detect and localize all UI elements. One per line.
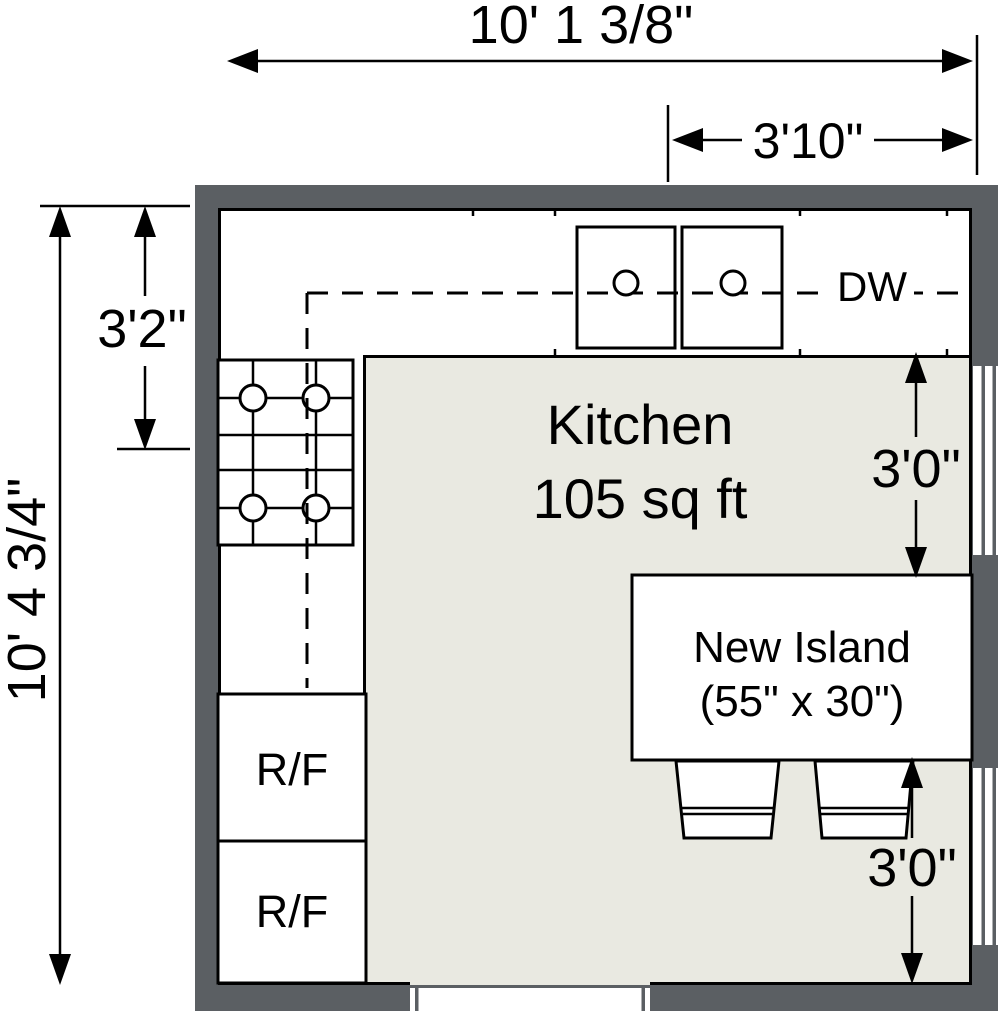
door-jamb — [641, 988, 645, 1011]
opening-frames — [415, 366, 996, 1011]
island-label-line2: (55" x 30") — [700, 677, 905, 726]
dw-label-backing — [830, 264, 914, 308]
room-area: 105 sq ft — [533, 467, 748, 530]
cooktop-burner-icon — [301, 383, 331, 413]
sink-faucet-icon — [719, 269, 747, 297]
window-mullion — [981, 768, 985, 945]
stool-left-seat-lines — [682, 806, 773, 816]
fridge-lower-label: R/F — [256, 886, 329, 937]
stool-right — [813, 759, 915, 840]
wall-top — [195, 185, 998, 208]
arrow-down-icon — [134, 419, 156, 450]
door-jamb — [415, 988, 419, 1011]
arrow-down-icon — [49, 954, 71, 985]
dim-counter-to-island: 3'0" — [871, 352, 961, 578]
dim-overall-height: 10' 4 3/4" — [0, 204, 190, 985]
dim-counter-to-island-label: 3'0" — [871, 439, 961, 499]
window-mullion — [981, 366, 985, 555]
cooktop — [216, 358, 355, 547]
fridge-lower-box — [216, 839, 368, 985]
arrow-down-icon — [901, 953, 923, 984]
room-label: Kitchen 105 sq ft — [533, 393, 748, 530]
window-mullion — [992, 366, 996, 555]
arrow-left-icon — [672, 128, 703, 152]
dim-left-upper-height: 3'2" — [97, 206, 190, 451]
arrow-up-icon — [901, 757, 923, 788]
fridge-upper-label: R/F — [256, 744, 329, 795]
arrow-up-icon — [905, 352, 927, 383]
arrow-right-icon — [942, 49, 973, 73]
sink-faucet-icon — [612, 269, 640, 297]
window-mullion — [992, 768, 996, 945]
dim-left-upper-label: 3'2" — [97, 299, 187, 359]
island-label-line1: New Island — [693, 623, 911, 672]
arrow-left-icon — [227, 49, 258, 73]
room-name: Kitchen — [547, 393, 734, 456]
cooktop-burner-icon — [238, 493, 268, 523]
wall-left — [195, 185, 218, 1011]
dim-island-to-wall: 3'0" — [867, 757, 957, 984]
dim-overall-width: 10' 1 3/8" — [227, 0, 979, 175]
stool-left — [674, 759, 781, 840]
fridge-units: R/F R/F — [216, 692, 368, 985]
fridge-upper-box — [216, 692, 368, 843]
arrow-up-icon — [49, 206, 71, 237]
dim-overall-height-label: 10' 4 3/4" — [0, 478, 57, 703]
cooktop-burner-icon — [238, 383, 268, 413]
dim-overall-width-label: 10' 1 3/8" — [469, 0, 694, 55]
counter-centerlines — [305, 291, 970, 688]
wall-openings — [410, 366, 998, 1011]
island: New Island (55" x 30") — [630, 573, 974, 762]
cooktop-grid-horizontal — [218, 396, 353, 510]
counter-section-ticks — [471, 209, 949, 356]
stools — [674, 759, 915, 840]
arrow-down-icon — [905, 547, 927, 578]
door-opening-bottom — [410, 988, 650, 1011]
cooktop-burner-icon — [301, 493, 331, 523]
cooktop-body — [216, 358, 355, 547]
dim-island-to-wall-label: 3'0" — [867, 838, 957, 898]
dishwasher-label: DW — [837, 263, 907, 310]
sink — [575, 225, 784, 350]
dim-right-section-width: 3'10" — [666, 105, 973, 182]
island-body — [630, 573, 974, 762]
arrow-up-icon — [134, 206, 156, 237]
arrow-right-icon — [942, 128, 973, 152]
stool-right-seat-lines — [820, 806, 908, 816]
dim-right-section-label: 3'10" — [753, 113, 864, 169]
